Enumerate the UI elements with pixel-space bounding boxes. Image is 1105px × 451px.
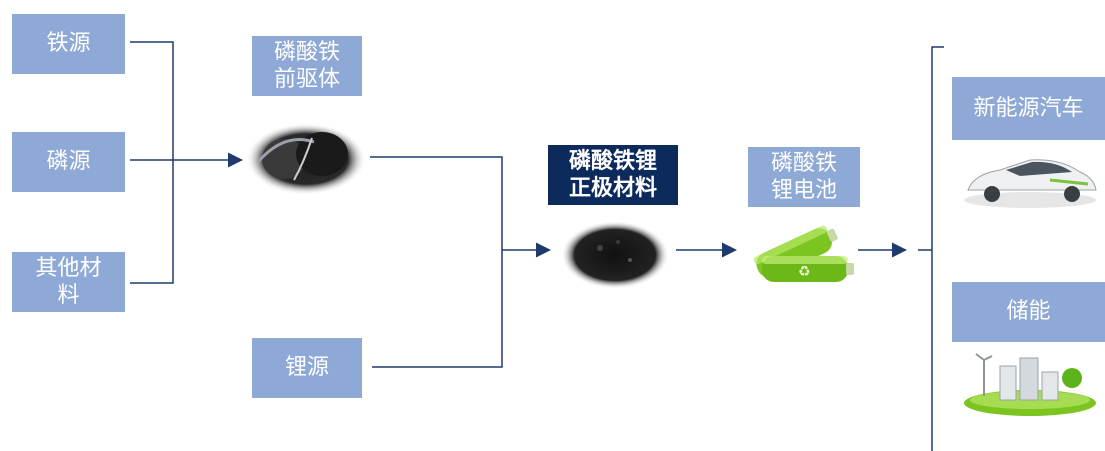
other-materials-box: 其他材 料 <box>12 252 125 312</box>
lfp-cathode-material-box: 磷酸铁锂 正极材料 <box>548 145 678 205</box>
electric-car-image <box>964 159 1097 208</box>
phosphorus-source-box: 磷源 <box>12 132 125 192</box>
precursor-powder-image <box>246 123 366 195</box>
iron-phosphate-precursor-box: 磷酸铁 前驱体 <box>252 36 362 96</box>
lfp-battery-box: 磷酸铁 锂电池 <box>748 147 860 207</box>
lithium-source-box: 锂源 <box>252 338 362 398</box>
cathode-powder-image <box>561 221 669 289</box>
connector-iron <box>130 41 174 284</box>
energy-storage-box: 储能 <box>952 282 1105 342</box>
applications-brace <box>918 46 944 451</box>
connector-precursor <box>370 156 503 368</box>
battery-image: ♻ <box>753 225 854 282</box>
iron-source-box: 铁源 <box>12 14 125 74</box>
energy-storage-image <box>964 353 1096 416</box>
ev-application-box: 新能源汽车 <box>952 77 1105 140</box>
svg-text:♻: ♻ <box>798 264 811 280</box>
